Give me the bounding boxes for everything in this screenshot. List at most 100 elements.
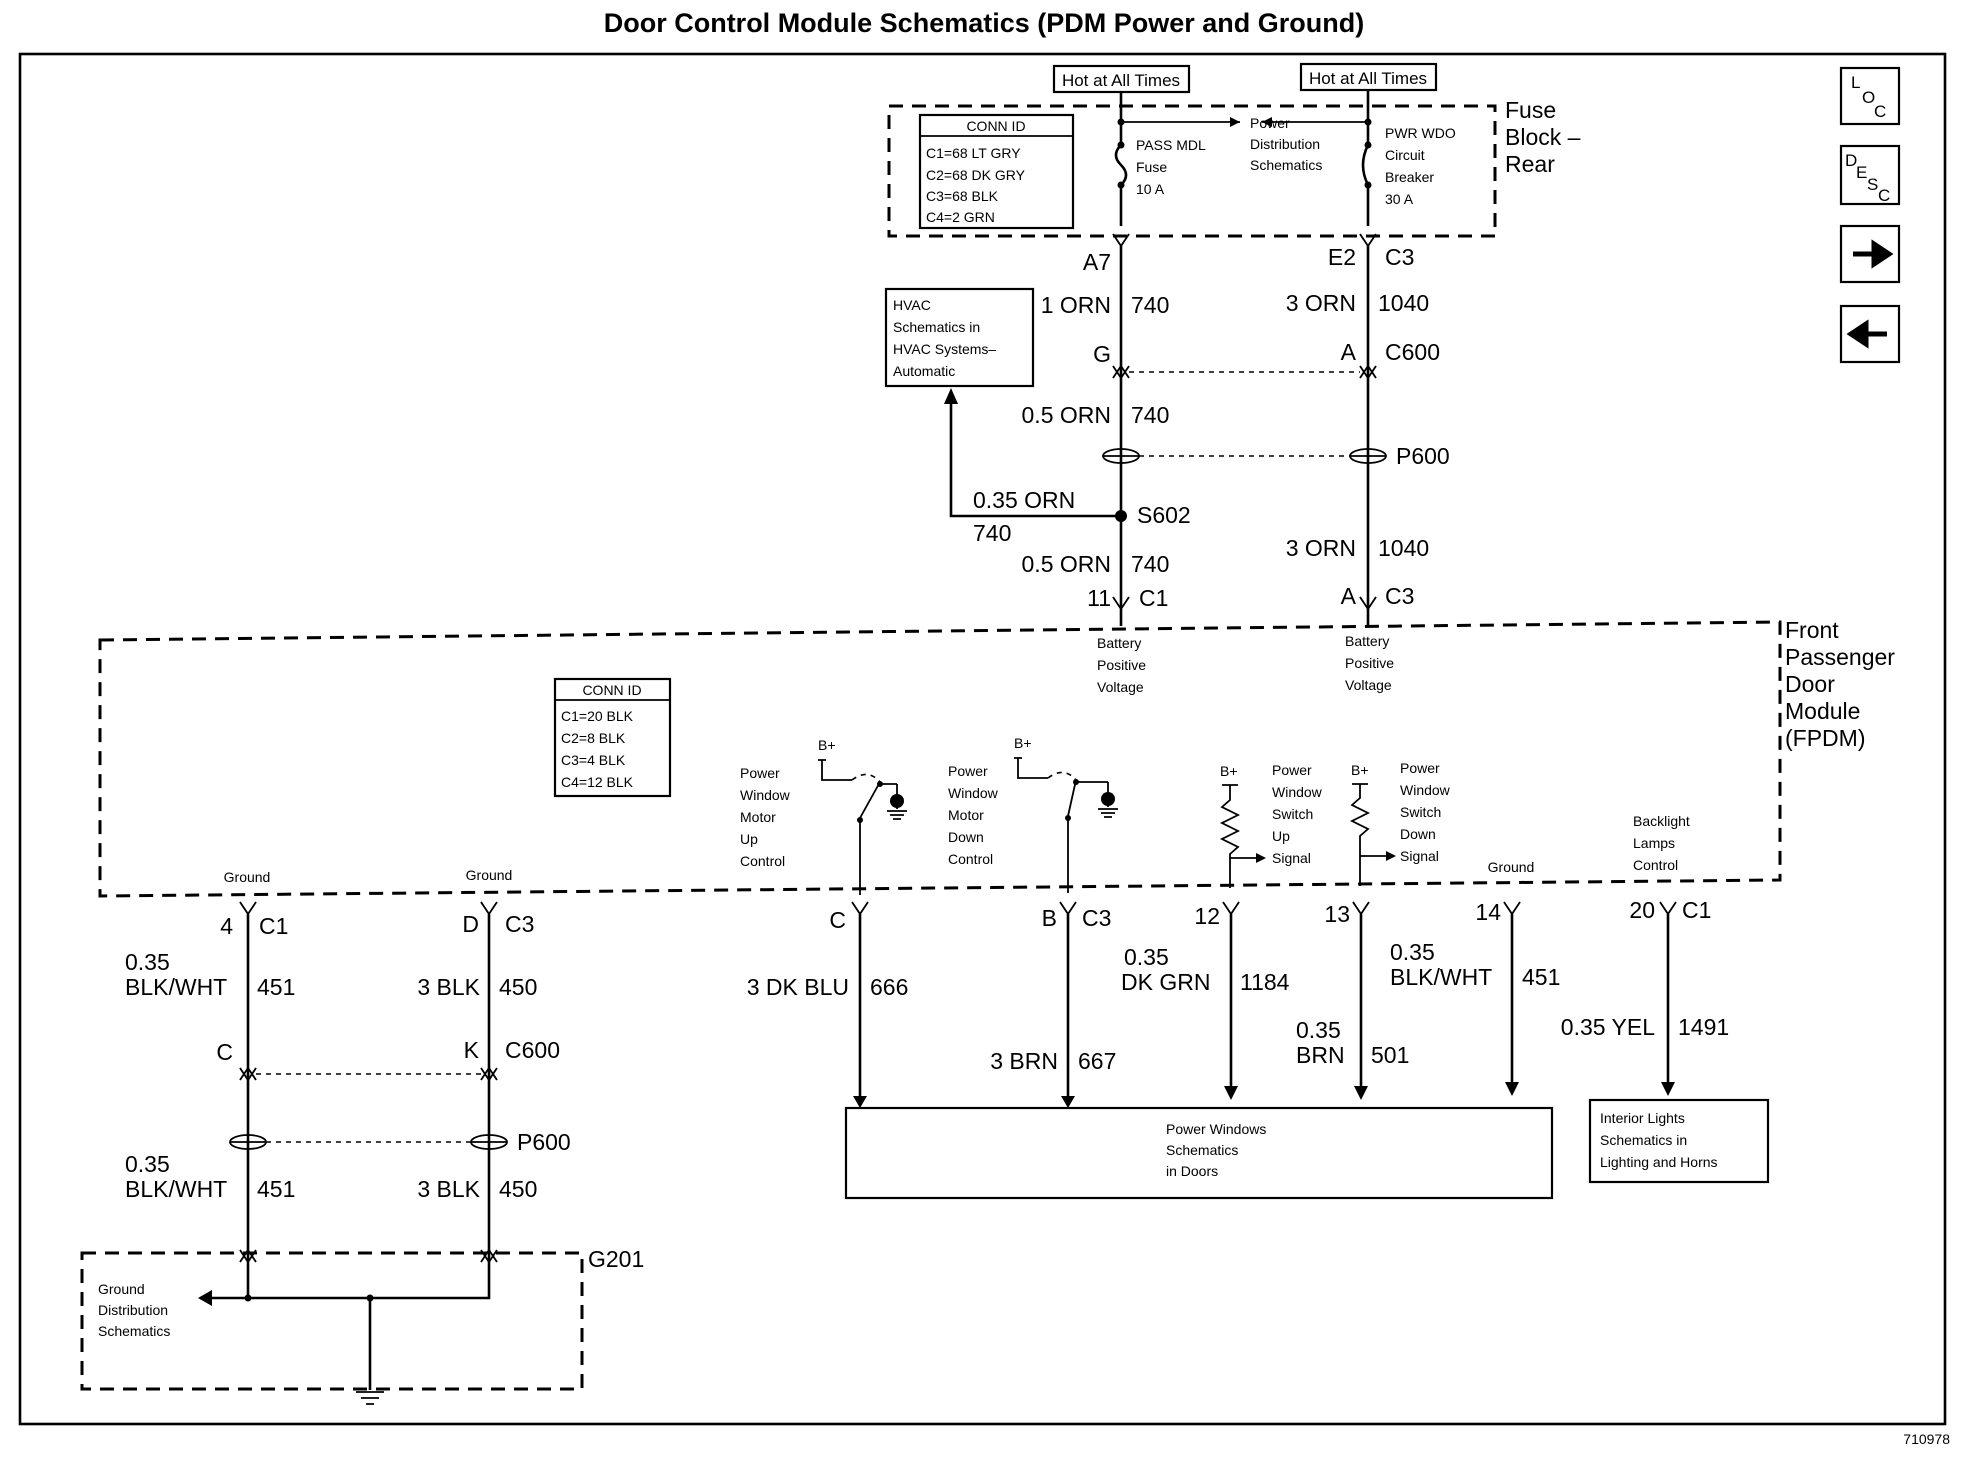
motor-up-control-switch: B+	[818, 737, 907, 895]
power-windows-schematics-ref[interactable]: Power Windows Schematics in Doors	[844, 1106, 1554, 1200]
loc-button[interactable]: L O C	[1839, 66, 1901, 126]
pin-d: D	[462, 911, 479, 937]
pws-up-label-5: Signal	[1272, 850, 1311, 866]
circuit-501-label: 501	[1371, 1042, 1409, 1068]
circuit-1491-label: 1491	[1678, 1014, 1729, 1040]
pws-down-label-2: Window	[1400, 782, 1451, 798]
backlight-label-1: Backlight	[1633, 813, 1690, 829]
power-windows-ref-line-2: Schematics	[1166, 1142, 1238, 1158]
power-dist-label-3: Schematics	[1250, 157, 1322, 173]
connector-c3-mid: C3	[1385, 583, 1414, 609]
pws-down-label-5: Signal	[1400, 848, 1439, 864]
pws-down-label-3: Switch	[1400, 804, 1441, 820]
interior-lights-ref-line-1: Interior Lights	[1600, 1110, 1685, 1126]
wire-label-0-5-orn-1: 0.5 ORN	[1022, 402, 1111, 428]
motor-down-control-switch: B+	[1014, 735, 1118, 893]
pwm-up-label-4: Up	[740, 831, 758, 847]
hvac-schematics-ref[interactable]: HVAC Schematics in HVAC Systems– Automat…	[884, 287, 1035, 388]
wire-label-blk-wht-b: BLK/WHT	[125, 1176, 227, 1202]
fpdm-conn-id: CONN ID C1=20 BLK C2=8 BLK C3=4 BLK C4=1…	[553, 677, 672, 798]
fpdm-label-2: Passenger	[1785, 644, 1895, 670]
pwm-down-label-5: Control	[948, 851, 993, 867]
ground-dist-label-1[interactable]: Ground	[98, 1281, 145, 1297]
connector-a-c3: A	[1341, 583, 1357, 609]
wire-label-3-blk-b: 3 BLK	[417, 1176, 480, 1202]
fuse-block-label-3: Rear	[1505, 151, 1555, 177]
hot-at-all-times-right: Hot at All Times	[1309, 69, 1427, 88]
circuit-740-label-4: 740	[1131, 551, 1169, 577]
page-frame	[18, 52, 1947, 1426]
ground-dist-label-3[interactable]: Schematics	[98, 1323, 170, 1339]
conn-id-c1: C1=68 LT GRY	[926, 145, 1021, 161]
conn-id-c2: C2=68 DK GRY	[926, 167, 1026, 183]
backlight-label-2: Lamps	[1633, 835, 1675, 851]
pwr-wdo-cb-label-3: Breaker	[1385, 169, 1434, 185]
fpdm-conn-id-c4: C4=12 BLK	[561, 774, 634, 790]
prev-button[interactable]	[1839, 304, 1901, 364]
circuit-451-label-3: 451	[1522, 964, 1560, 990]
wire-label-3-orn-2: 3 ORN	[1286, 535, 1356, 561]
connector-c600-bottom: C600	[505, 1037, 560, 1063]
pin-20: 20	[1629, 897, 1655, 923]
backlight-label-3: Control	[1633, 857, 1678, 873]
resistor-icon	[1219, 784, 1241, 888]
interior-lights-ref-line-2: Schematics in	[1600, 1132, 1687, 1148]
battery-positive-2-line-2: Positive	[1345, 655, 1394, 671]
hvac-ref-line-1: HVAC	[893, 297, 931, 313]
circuit-450-label-2: 450	[499, 1176, 537, 1202]
wire-label-dk-grn: DK GRN	[1121, 969, 1210, 995]
conn-id-title: CONN ID	[966, 118, 1025, 134]
fpdm-connector-marks	[239, 901, 1677, 916]
interior-lights-schematics-ref[interactable]: Interior Lights Schematics in Lighting a…	[1588, 1098, 1770, 1184]
wire-label-0-35-yel: 0.35 YEL	[1561, 1014, 1655, 1040]
wire-label-0-35-b: 0.35	[125, 1151, 170, 1177]
fpdm-conn-id-title: CONN ID	[582, 682, 641, 698]
arrow-right-icon	[1853, 239, 1894, 269]
pwr-wdo-cb-label-4: 30 A	[1385, 191, 1414, 207]
circuit-667-label: 667	[1078, 1048, 1116, 1074]
pass-mdl-fuse-label-3: 10 A	[1136, 181, 1165, 197]
wire-label-brn: BRN	[1296, 1042, 1345, 1068]
grommet-p600-bottom	[229, 1134, 508, 1150]
ground-dist-label-2[interactable]: Distribution	[98, 1302, 168, 1318]
circuit-666-label: 666	[870, 974, 908, 1000]
pws-up-label-2: Window	[1272, 784, 1323, 800]
circuit-451-label-1: 451	[257, 974, 295, 1000]
fpdm-label-1: Front	[1785, 617, 1839, 643]
fpdm-outline	[98, 620, 1782, 898]
fpdm-conn-id-c3: C3=4 BLK	[561, 752, 626, 768]
desc-letter-c: C	[1878, 186, 1890, 205]
pin-12: 12	[1194, 903, 1220, 929]
loc-letter-l: L	[1851, 73, 1860, 92]
ground-label-14: Ground	[1488, 859, 1535, 875]
circuit-740-label-3: 740	[973, 520, 1011, 546]
switch-down-signal-resistor: B+	[1349, 762, 1396, 886]
pin-b: B	[1042, 905, 1057, 931]
fpdm-label-4: Module	[1785, 698, 1860, 724]
circuit-breaker-icon	[1361, 144, 1370, 186]
b-plus-label-4: B+	[1351, 762, 1369, 778]
circuit-1040-label-1: 1040	[1378, 290, 1429, 316]
wire-label-3-dk-blu: 3 DK BLU	[747, 974, 849, 1000]
pws-up-label-4: Up	[1272, 828, 1290, 844]
pws-down-label-4: Down	[1400, 826, 1436, 842]
fuse-block-rear-outline	[887, 104, 1497, 238]
g201-label: G201	[588, 1246, 644, 1272]
desc-letter-d: D	[1845, 151, 1857, 170]
g201-outline	[80, 1251, 584, 1391]
interior-lights-ref-line-3: Lighting and Horns	[1600, 1154, 1718, 1170]
battery-positive-1-line-3: Voltage	[1097, 679, 1144, 695]
splice-s602-label: S602	[1137, 502, 1191, 528]
pwm-down-label-1: Power	[948, 763, 988, 779]
pws-up-label-1: Power	[1272, 762, 1312, 778]
fuse-block-label-1: Fuse	[1505, 97, 1556, 123]
ground-icon	[887, 810, 907, 820]
resistor-icon	[1349, 783, 1371, 886]
battery-positive-2-line-1: Battery	[1345, 633, 1389, 649]
next-button[interactable]	[1839, 224, 1901, 284]
connector-a7: A7	[1083, 249, 1111, 275]
circuit-1040-label-2: 1040	[1378, 535, 1429, 561]
circuit-451-label-2: 451	[257, 1176, 295, 1202]
wire-label-1-orn: 1 ORN	[1041, 292, 1111, 318]
desc-button[interactable]: D E S C	[1839, 144, 1901, 206]
